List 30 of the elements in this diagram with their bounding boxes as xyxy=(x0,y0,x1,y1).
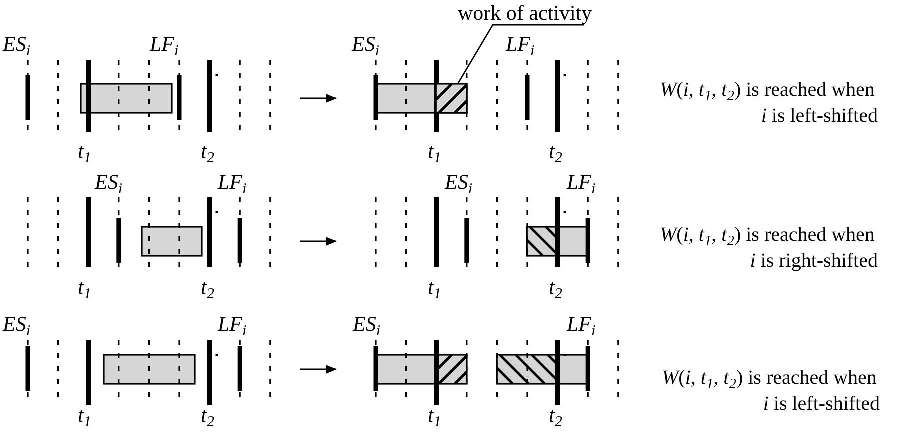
math-label: t$_{1}$ xyxy=(428,404,442,432)
math-label: t$_{2}$ xyxy=(549,404,562,432)
math-label: LF$_{i}$ xyxy=(218,313,247,340)
math-label: t$_{1}$ xyxy=(78,276,92,304)
math-label: LF$_{i}$ xyxy=(150,33,179,60)
math-label: t$_{1}$ xyxy=(78,404,92,432)
math-label: LF$_{i}$ xyxy=(218,171,247,198)
condition-note: W(i, t$_{1}$, t$_{2}$) is reached when i is right-shifted xyxy=(660,224,878,272)
callout-text: work of activity xyxy=(458,2,592,24)
math-label: t$_{1}$ xyxy=(428,276,442,304)
math-label: t$_{2}$ xyxy=(549,276,562,304)
math-label: ES$_{i}$ xyxy=(445,171,473,198)
math-label: LF$_{i}$ xyxy=(567,313,596,340)
math-label: t$_{1}$ xyxy=(78,140,92,168)
math-label: ES$_{i}$ xyxy=(3,313,31,340)
math-label: ES$_{i}$ xyxy=(95,171,123,198)
condition-note: W(i, t$_{1}$, t$_{2}$) is reached when i is left-shifted xyxy=(662,367,880,416)
math-label: t$_{2}$ xyxy=(201,140,214,168)
math-label: t$_{2}$ xyxy=(549,140,562,168)
math-label: LF$_{i}$ xyxy=(506,33,535,60)
hatched-work-area xyxy=(435,83,468,114)
condition-note: W(i, t$_{1}$, t$_{2}$) is reached when i is left-shifted xyxy=(660,79,878,128)
leader-line xyxy=(457,24,584,84)
math-label: t$_{2}$ xyxy=(201,276,214,304)
math-label: ES$_{i}$ xyxy=(352,33,380,60)
math-label: ES$_{i}$ xyxy=(353,313,381,340)
math-label: LF$_{i}$ xyxy=(567,171,596,198)
math-label: t$_{2}$ xyxy=(201,404,214,432)
math-label: t$_{1}$ xyxy=(428,140,442,168)
math-label: ES$_{i}$ xyxy=(3,33,31,60)
